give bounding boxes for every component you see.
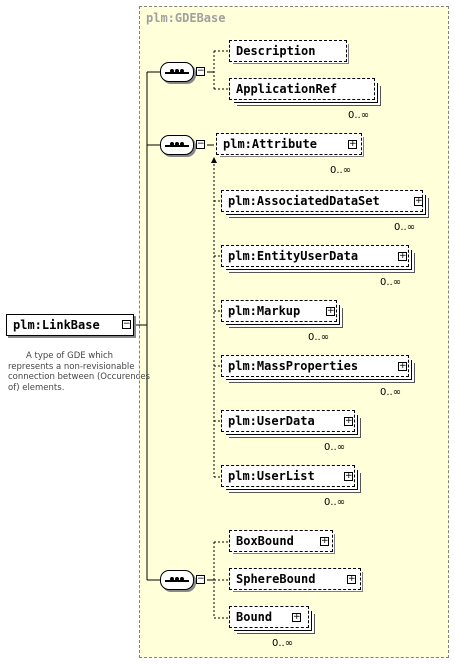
expand-icon[interactable]: + — [292, 612, 301, 622]
element-userlist[interactable]: plm:UserList — [221, 465, 355, 487]
sequence-compositor-icon[interactable] — [160, 62, 194, 82]
root-element-label: plm:LinkBase — [13, 318, 100, 332]
group-title: plm:GDEBase — [146, 11, 226, 25]
element-applicationref[interactable]: ApplicationRef — [229, 78, 375, 100]
cardinality-label: 0..∞ — [308, 332, 330, 343]
element-spherebound[interactable]: SphereBound — [229, 568, 361, 590]
root-element-linkbase[interactable]: plm:LinkBase — [6, 314, 134, 336]
expand-icon[interactable]: + — [398, 251, 407, 261]
collapse-icon[interactable]: − — [196, 574, 205, 584]
cardinality-label: 0..∞ — [394, 222, 416, 233]
expand-icon[interactable]: + — [414, 196, 423, 206]
cardinality-label: 0..∞ — [380, 277, 402, 288]
element-attribute[interactable]: plm:Attribute — [216, 133, 362, 155]
element-userdata[interactable]: plm:UserData — [221, 410, 355, 432]
element-entityuserdata[interactable]: plm:EntityUserData — [221, 245, 409, 267]
sequence-compositor-icon[interactable] — [160, 135, 194, 155]
expand-icon[interactable]: + — [398, 361, 407, 371]
cardinality-label: 0..∞ — [324, 442, 346, 453]
sequence-compositor-icon[interactable] — [160, 570, 194, 590]
collapse-icon[interactable]: − — [196, 66, 205, 76]
cardinality-label: 0..∞ — [272, 638, 294, 649]
expand-icon[interactable]: + — [326, 306, 335, 316]
collapse-icon[interactable]: − — [122, 319, 131, 329]
collapse-icon[interactable]: − — [196, 139, 205, 149]
element-associateddataset[interactable]: plm:AssociatedDataSet — [221, 190, 423, 212]
element-bound[interactable]: Bound — [229, 606, 309, 628]
element-boxbound[interactable]: BoxBound — [229, 530, 333, 552]
cardinality-label: 0..∞ — [348, 110, 370, 121]
root-description: A type of GDE which represents a non-rev… — [8, 351, 150, 393]
element-description[interactable]: Description — [229, 40, 347, 62]
expand-icon[interactable]: + — [347, 574, 356, 584]
expand-icon[interactable]: + — [320, 536, 329, 546]
element-markup[interactable]: plm:Markup — [221, 300, 337, 322]
expand-icon[interactable]: + — [344, 471, 353, 481]
expand-icon[interactable]: + — [348, 139, 357, 149]
element-massproperties[interactable]: plm:MassProperties — [221, 355, 409, 377]
cardinality-label: 0..∞ — [380, 387, 402, 398]
cardinality-label: 0..∞ — [330, 165, 352, 176]
cardinality-label: 0..∞ — [324, 497, 346, 508]
expand-icon[interactable]: + — [344, 416, 353, 426]
